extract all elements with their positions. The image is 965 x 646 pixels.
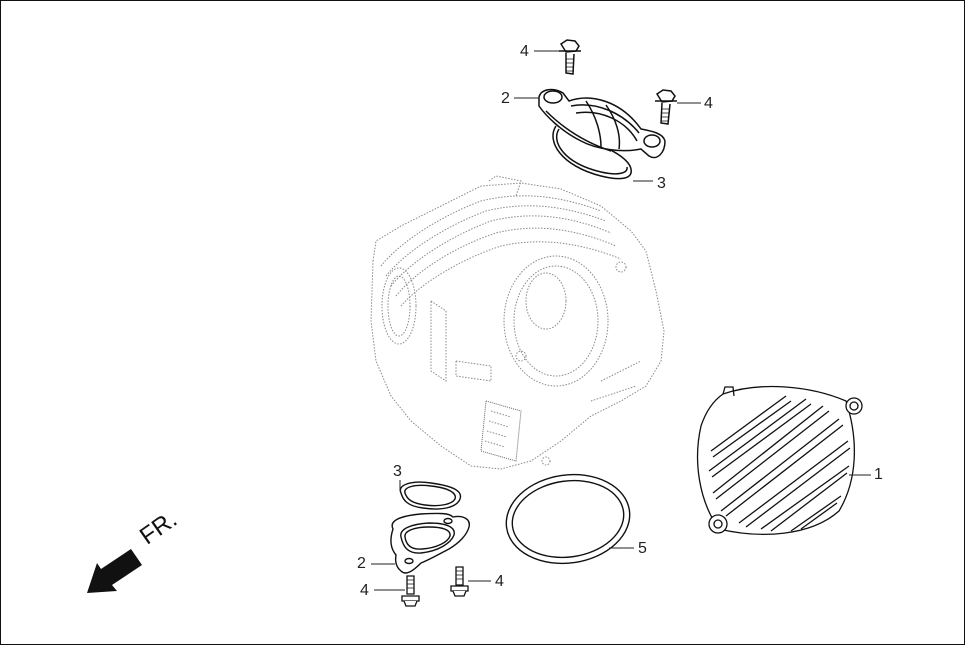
callout-5-large-oring: 5: [638, 540, 647, 557]
callout-3-bottom: 3: [393, 463, 402, 480]
callout-1-side-cover: 1: [874, 466, 883, 483]
bolt-top-left: [559, 39, 581, 75]
callout-4-top-left: 4: [520, 43, 529, 60]
o-ring-bottom-small: [399, 481, 462, 510]
bolt-bottom-right: [450, 566, 469, 597]
top-cover-assembly: [538, 39, 677, 180]
callout-2-top: 2: [501, 90, 510, 107]
cylinder-head-ghost: [370, 175, 665, 470]
finned-side-cover: [696, 385, 863, 535]
bolt-bottom-left: [401, 575, 420, 607]
callout-2-bottom: 2: [357, 555, 366, 572]
bolt-top-right: [655, 89, 677, 125]
callout-3-top: 3: [657, 175, 666, 192]
arrow-down-left-icon: [87, 549, 142, 593]
callout-4-top-right: 4: [704, 95, 713, 112]
o-ring-large: [505, 473, 631, 565]
valve-cover-bottom: [390, 512, 470, 574]
callout-4-bottom-right: 4: [495, 573, 504, 590]
leader-lines: [371, 50, 871, 591]
callout-4-bottom-left: 4: [360, 582, 369, 599]
